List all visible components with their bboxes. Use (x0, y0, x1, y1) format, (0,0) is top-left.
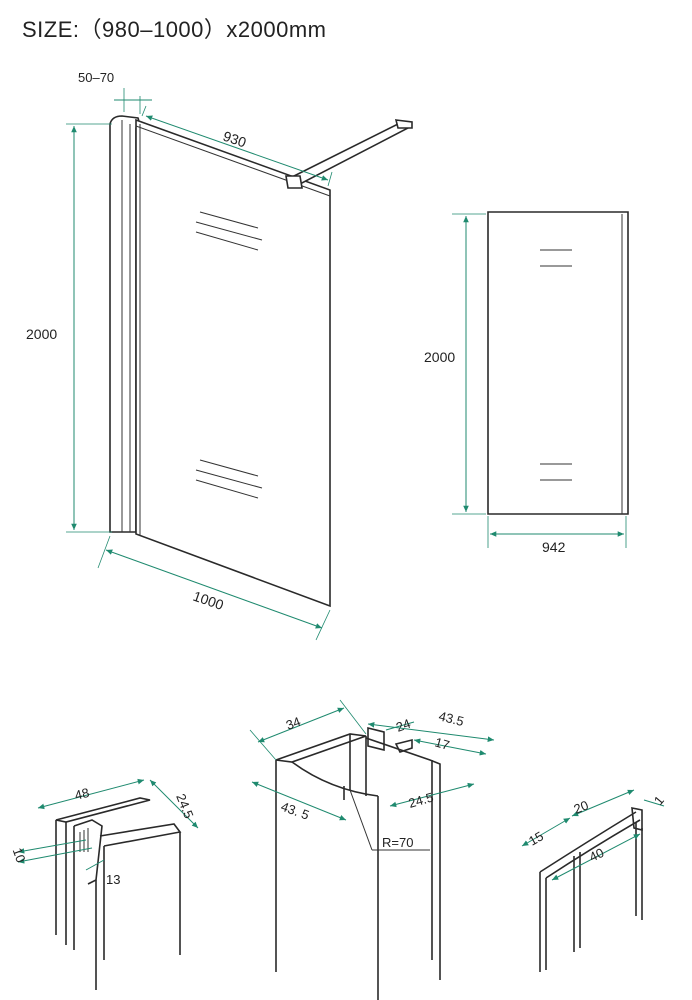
dim-43-5-top: 43.5 (437, 708, 465, 729)
stabilizer-bar (288, 123, 410, 185)
dim-10: 10 (10, 846, 29, 865)
dim-24-5-center: 24.5 (407, 789, 435, 810)
profile-left: 48 24.5 10 13 (10, 778, 199, 990)
dim-20: 20 (572, 797, 591, 816)
side-view: 2000 942 (424, 211, 629, 555)
dim-43-5-side: 43. 5 (279, 799, 311, 823)
side-width-label: 942 (542, 539, 566, 555)
dim-1: 1 (651, 793, 667, 808)
page-title: SIZE:（980–1000）x2000mm (22, 17, 327, 42)
panel-width-dimension (145, 115, 329, 181)
front-view: 2000 50–70 930 1000 (26, 70, 413, 641)
profile-depth-label: 50–70 (78, 70, 114, 85)
side-panel (487, 211, 629, 515)
dim-48: 48 (73, 785, 91, 803)
dim-24: 24 (394, 716, 413, 735)
glass-panel (135, 118, 331, 608)
profile-right: 15 20 1 40 (521, 789, 667, 972)
radius-label: R=70 (382, 835, 413, 850)
panel-width-label: 930 (221, 128, 248, 151)
width-dimension (105, 549, 323, 629)
dim-15: 15 (526, 828, 546, 848)
side-height-label: 2000 (424, 349, 455, 365)
dim-40: 40 (587, 845, 607, 865)
profile-center: 34 24 43.5 17 43. 5 24.5 R=70 (249, 699, 495, 1000)
dim-34: 34 (284, 714, 303, 733)
dim-17: 17 (433, 734, 451, 752)
height-label: 2000 (26, 326, 57, 342)
dim-13: 13 (106, 872, 120, 887)
wall-profile (109, 115, 140, 533)
